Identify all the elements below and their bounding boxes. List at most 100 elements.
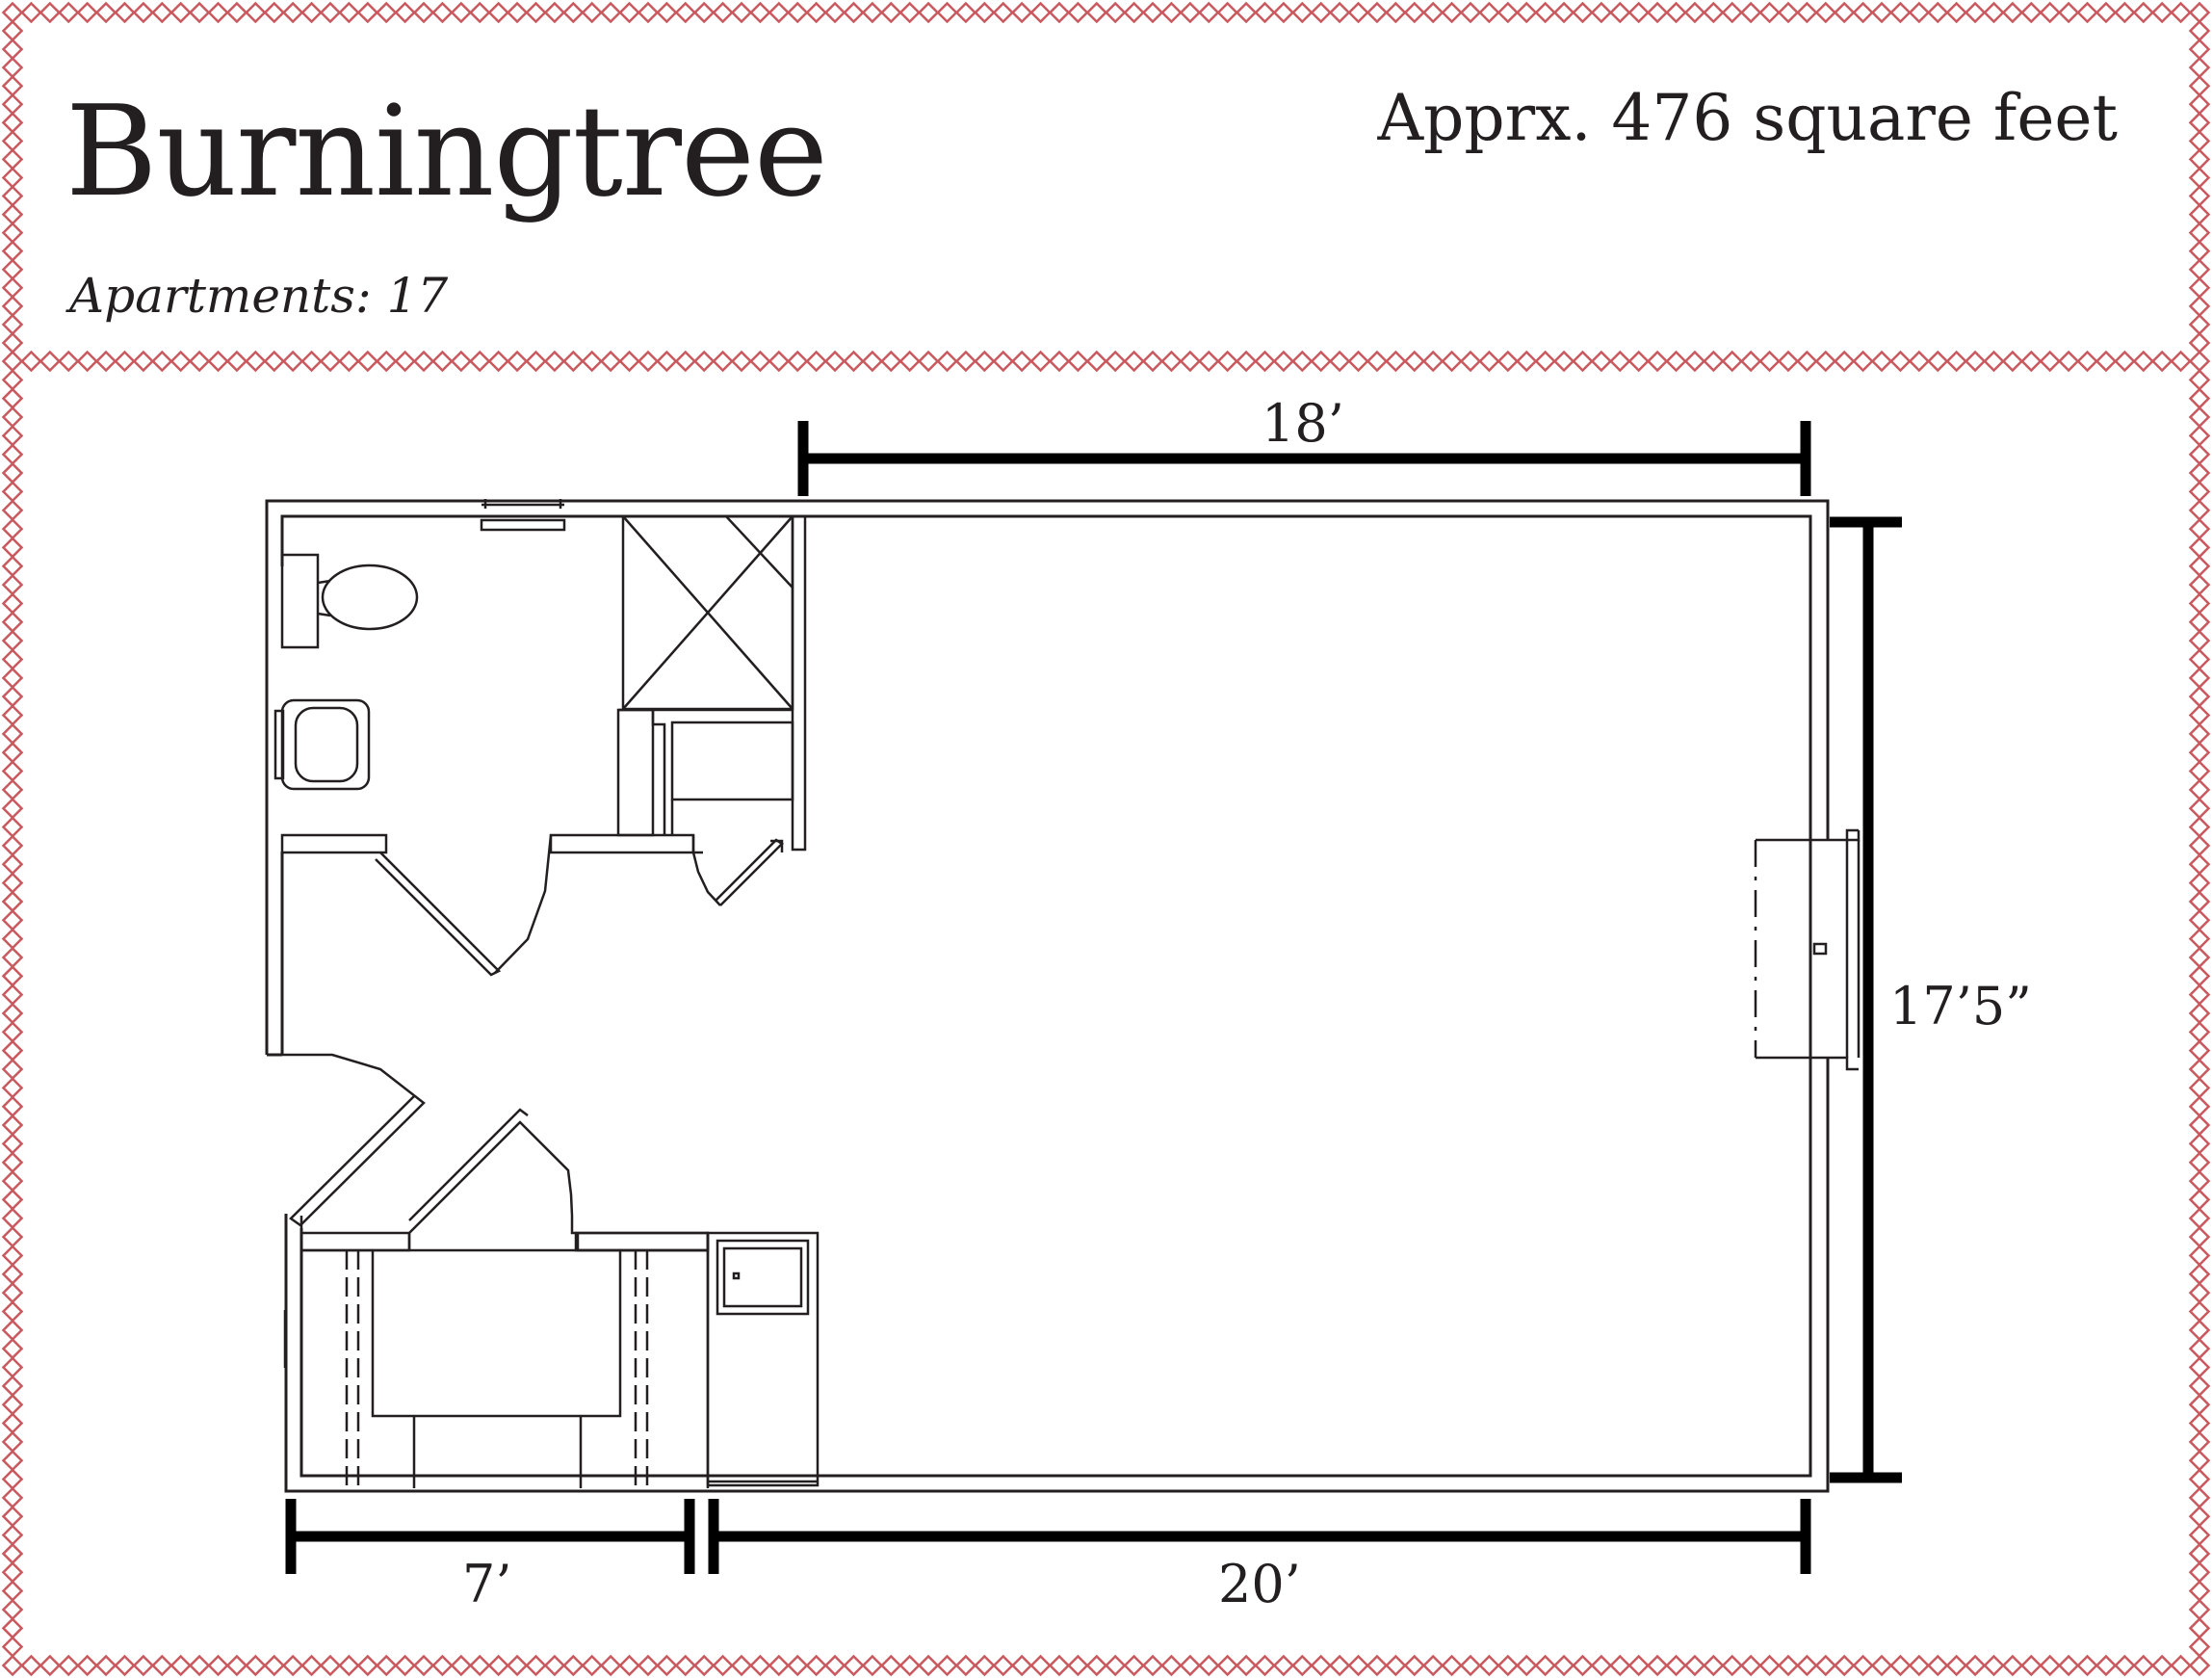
border-diamond [843,350,865,373]
border-diamond [2188,1449,2211,1472]
border-diamond [2057,1654,2080,1677]
border-diamond [2039,1,2061,24]
border-diamond [394,1,416,24]
border-diamond [2188,834,2211,857]
border-diamond [114,350,136,373]
border-diamond [1515,1,1538,24]
border-diamond [2057,350,2080,373]
border-diamond [2095,350,2118,373]
border-diamond [207,350,229,373]
border-diamond [2188,722,2211,746]
border-diamond [1496,350,1520,373]
border-diamond [1703,350,1725,373]
border-diamond [880,1654,902,1677]
border-diamond [1,611,24,634]
border-diamond [94,350,117,373]
border-diamond [2188,1095,2211,1117]
border-diamond [2188,629,2211,652]
border-diamond [992,350,1015,373]
dimension-lines [285,421,1902,1574]
border-diamond [1385,350,1407,373]
border-diamond [581,1654,603,1677]
border-diamond [1,760,24,782]
border-diamond [1441,1,1463,24]
border-diamond [1,1002,24,1025]
border-diamond [76,350,98,373]
border-diamond [1,1524,24,1546]
border-diamond [2188,946,2211,969]
border-diamond [132,1,155,24]
border-diamond [1272,1654,1295,1677]
border-diamond [1572,350,1594,373]
border-diamond [1833,1654,1856,1677]
border-diamond [375,350,398,373]
border-diamond [898,350,921,373]
border-diamond [94,1654,117,1677]
border-diamond [2150,1654,2173,1677]
border-diamond [1,240,24,262]
border-diamond [581,1,603,24]
border-diamond [1,555,24,578]
border-diamond [39,1,62,24]
border-diamond [749,1,771,24]
border-diamond [506,350,529,373]
border-diamond [151,1,173,24]
border-diamond [1141,350,1164,373]
dimension-label-bottom-right: 20’ [1218,1554,1301,1614]
border-diamond [20,1654,42,1677]
border-diamond [1515,1654,1538,1677]
border-diamond [1814,1,1837,24]
border-diamond [2188,1319,2211,1342]
border-diamond [2188,1281,2211,1304]
border-diamond [2188,778,2211,801]
border-diamond [319,350,342,373]
border-diamond [2188,555,2211,578]
border-diamond [768,1,791,24]
border-diamond [1833,1,1856,24]
border-diamond [1478,1,1500,24]
border-diamond [1,1486,24,1509]
border-diamond [1,1114,24,1137]
border-diamond [225,350,248,373]
border-diamond [2188,92,2211,116]
border-diamond [1,1281,24,1304]
border-diamond [823,1654,846,1677]
border-diamond [2188,56,2211,79]
border-diamond [169,1,192,24]
border-diamond [375,1,398,24]
border-diamond [1496,1654,1520,1677]
border-diamond [1141,1654,1164,1677]
border-diamond [2188,240,2211,262]
border-diamond [1197,1654,1220,1677]
border-diamond [1721,1654,1744,1677]
border-diamond [1,1169,24,1193]
border-diamond [2188,983,2211,1006]
border-diamond [1478,1654,1500,1677]
border-diamond [319,1654,342,1677]
border-diamond [2188,203,2211,225]
border-diamond [1310,350,1332,373]
border-diamond [2188,1002,2211,1025]
border-diamond [2188,517,2211,540]
border-diamond [2188,276,2211,300]
border-diamond [225,1654,248,1677]
border-diamond [2001,1654,2024,1677]
border-diamond [1758,1654,1781,1677]
border-diamond [1983,1,2005,24]
border-diamond [300,1654,323,1677]
border-diamond [1235,1654,1258,1677]
border-diamond [692,1654,716,1677]
border-diamond [1889,1654,1912,1677]
border-diamond [1,983,24,1006]
bathroom-door [375,834,784,977]
border-diamond [2076,1,2098,24]
border-diamond [1646,1654,1669,1677]
border-diamond [1160,350,1183,373]
border-diamond [468,1654,491,1677]
border-diamond [1,1058,24,1081]
border-diamond [730,1654,753,1677]
border-diamond [898,1654,921,1677]
border-diamond [20,350,42,373]
border-diamond [2188,387,2211,409]
